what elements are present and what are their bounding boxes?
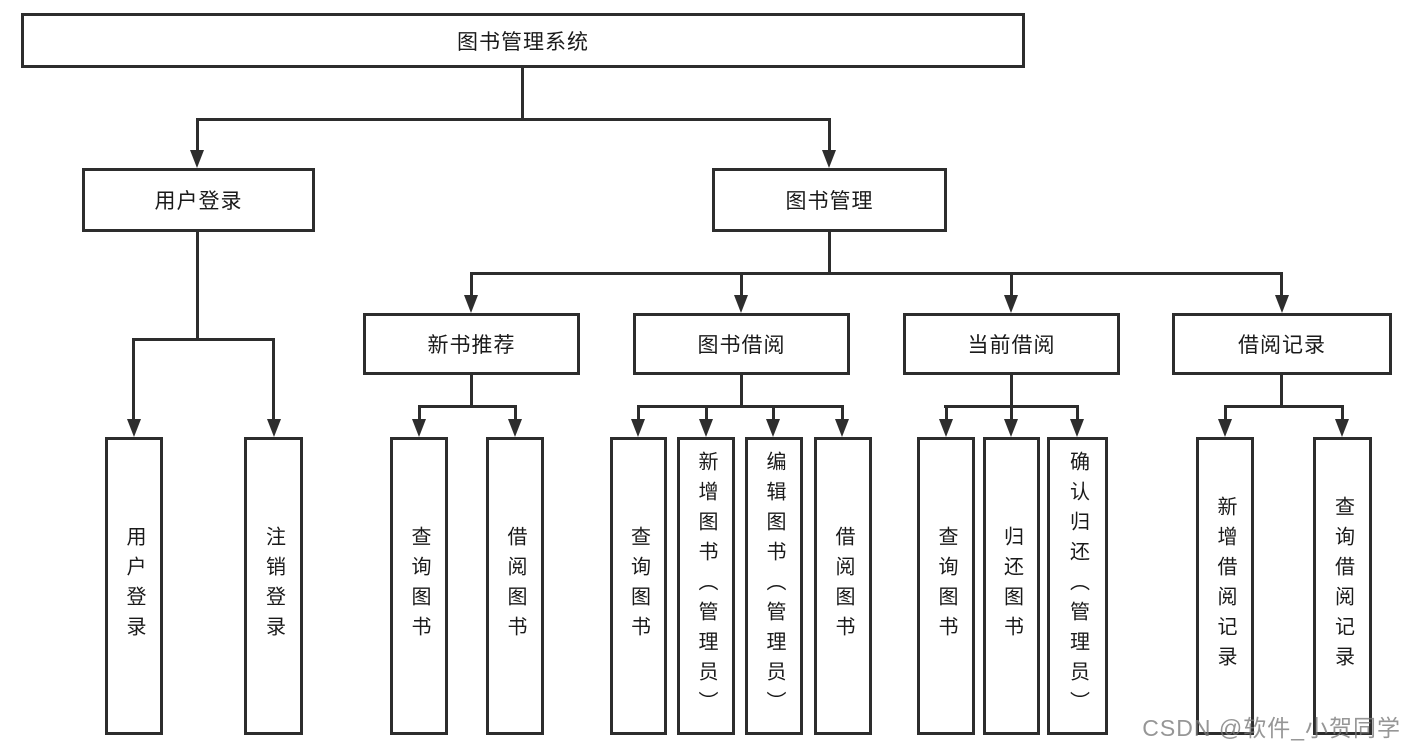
arrow-down-icon [508, 419, 522, 437]
connector-drop-level3 [1010, 272, 1013, 297]
node-label: 图书借阅 [697, 334, 786, 357]
arrow-down-icon [1070, 419, 1084, 437]
connector-book-borrow-hline [637, 405, 844, 408]
connector-level3-hline [470, 272, 1283, 275]
leaf-label: 查询图书 [408, 526, 430, 646]
node-label: 当前借阅 [967, 334, 1056, 357]
leaf-confirm-return-admin: 确认归还（管理员） [1047, 437, 1108, 735]
arrow-down-icon [190, 150, 204, 168]
connector-borrow-records-hline [1224, 405, 1344, 408]
node-user-login: 用户登录 [82, 168, 315, 232]
leaf-label: 确认归还（管理员） [1066, 451, 1089, 721]
connector-root-stem [521, 68, 524, 118]
connector-drop-leaf [272, 338, 275, 420]
arrow-down-icon [766, 419, 780, 437]
connector-drop-leaf [1010, 405, 1013, 421]
csdn-watermark: CSDN @软件_小贺同学 [1142, 715, 1401, 741]
connector-drop-leaf [841, 405, 844, 421]
arrow-down-icon [835, 419, 849, 437]
leaf-label: 查询图书 [935, 526, 957, 646]
node-new-book-recommend: 新书推荐 [363, 313, 580, 375]
leaf-label: 用户登录 [123, 526, 145, 646]
leaf-label: 借阅图书 [504, 526, 526, 646]
arrow-down-icon [822, 150, 836, 168]
node-borrow-records: 借阅记录 [1172, 313, 1392, 375]
leaf-edit-books-admin: 编辑图书（管理员） [745, 437, 803, 735]
leaf-return-books: 归还图书 [983, 437, 1040, 735]
arrow-down-icon [631, 419, 645, 437]
connector-drop-leaf [132, 338, 135, 420]
connector-drop-level3 [740, 272, 743, 297]
leaf-query-books-borrow: 查询图书 [610, 437, 667, 735]
connector-drop-level3 [1280, 272, 1283, 297]
node-root: 图书管理系统 [21, 13, 1025, 68]
connector-drop-leaf [1076, 405, 1079, 421]
leaf-label: 新增图书（管理员） [695, 451, 717, 721]
arrow-down-icon [1004, 419, 1018, 437]
arrow-down-icon [1218, 419, 1232, 437]
leaf-label: 归还图书 [1000, 526, 1023, 646]
arrow-down-icon [699, 419, 713, 437]
arrow-down-icon [1335, 419, 1349, 437]
leaf-add-books-admin: 新增图书（管理员） [677, 437, 735, 735]
leaf-query-books-recommend: 查询图书 [390, 437, 448, 735]
leaf-label: 注销登录 [262, 526, 285, 646]
connector-current-borrow-stem [1010, 375, 1013, 405]
leaf-add-borrow-record: 新增借阅记录 [1196, 437, 1254, 735]
connector-level2-hline [196, 118, 831, 121]
arrow-down-icon [267, 419, 281, 437]
leaf-borrow-books-recommend: 借阅图书 [486, 437, 544, 735]
connector-drop-user-login [196, 118, 199, 152]
connector-user-login-hline [132, 338, 275, 341]
node-book-mgmt: 图书管理 [712, 168, 947, 232]
leaf-query-borrow-record: 查询借阅记录 [1313, 437, 1372, 735]
leaf-label: 查询借阅记录 [1331, 496, 1354, 676]
node-label: 用户登录 [154, 190, 243, 213]
leaf-query-books-current: 查询图书 [917, 437, 975, 735]
leaf-borrow-books: 借阅图书 [814, 437, 872, 735]
connector-drop-leaf [705, 405, 708, 421]
node-root-label: 图书管理系统 [457, 30, 589, 54]
leaf-label: 新增借阅记录 [1214, 496, 1236, 676]
connector-drop-level3 [470, 272, 473, 297]
connector-drop-leaf [1224, 405, 1227, 421]
arrow-down-icon [464, 295, 478, 313]
node-label: 新书推荐 [427, 334, 516, 357]
leaf-label: 查询图书 [627, 526, 650, 646]
arrow-down-icon [1004, 295, 1018, 313]
connector-borrow-records-stem [1280, 375, 1283, 405]
arrow-down-icon [127, 419, 141, 437]
arrow-down-icon [412, 419, 426, 437]
connector-book-borrow-stem [740, 375, 743, 405]
leaf-label: 编辑图书（管理员） [763, 451, 785, 721]
connector-new-book-hline [418, 405, 517, 408]
leaf-user-login: 用户登录 [105, 437, 163, 735]
arrow-down-icon [734, 295, 748, 313]
leaf-label: 借阅图书 [832, 526, 854, 646]
node-current-borrow: 当前借阅 [903, 313, 1120, 375]
connector-drop-leaf [514, 405, 517, 421]
connector-drop-leaf [1341, 405, 1344, 421]
connector-drop-leaf [637, 405, 640, 421]
arrow-down-icon [939, 419, 953, 437]
node-book-borrow: 图书借阅 [633, 313, 850, 375]
arrow-down-icon [1275, 295, 1289, 313]
leaf-logout: 注销登录 [244, 437, 303, 735]
connector-drop-leaf [772, 405, 775, 421]
connector-drop-leaf [945, 405, 948, 421]
connector-drop-leaf [418, 405, 421, 421]
connector-user-login-stem [196, 232, 199, 338]
node-label: 图书管理 [785, 190, 874, 213]
node-label: 借阅记录 [1238, 334, 1326, 357]
connector-book-mgmt-stem [828, 232, 831, 272]
connector-drop-book-mgmt [828, 118, 831, 152]
connector-new-book-stem [470, 375, 473, 405]
